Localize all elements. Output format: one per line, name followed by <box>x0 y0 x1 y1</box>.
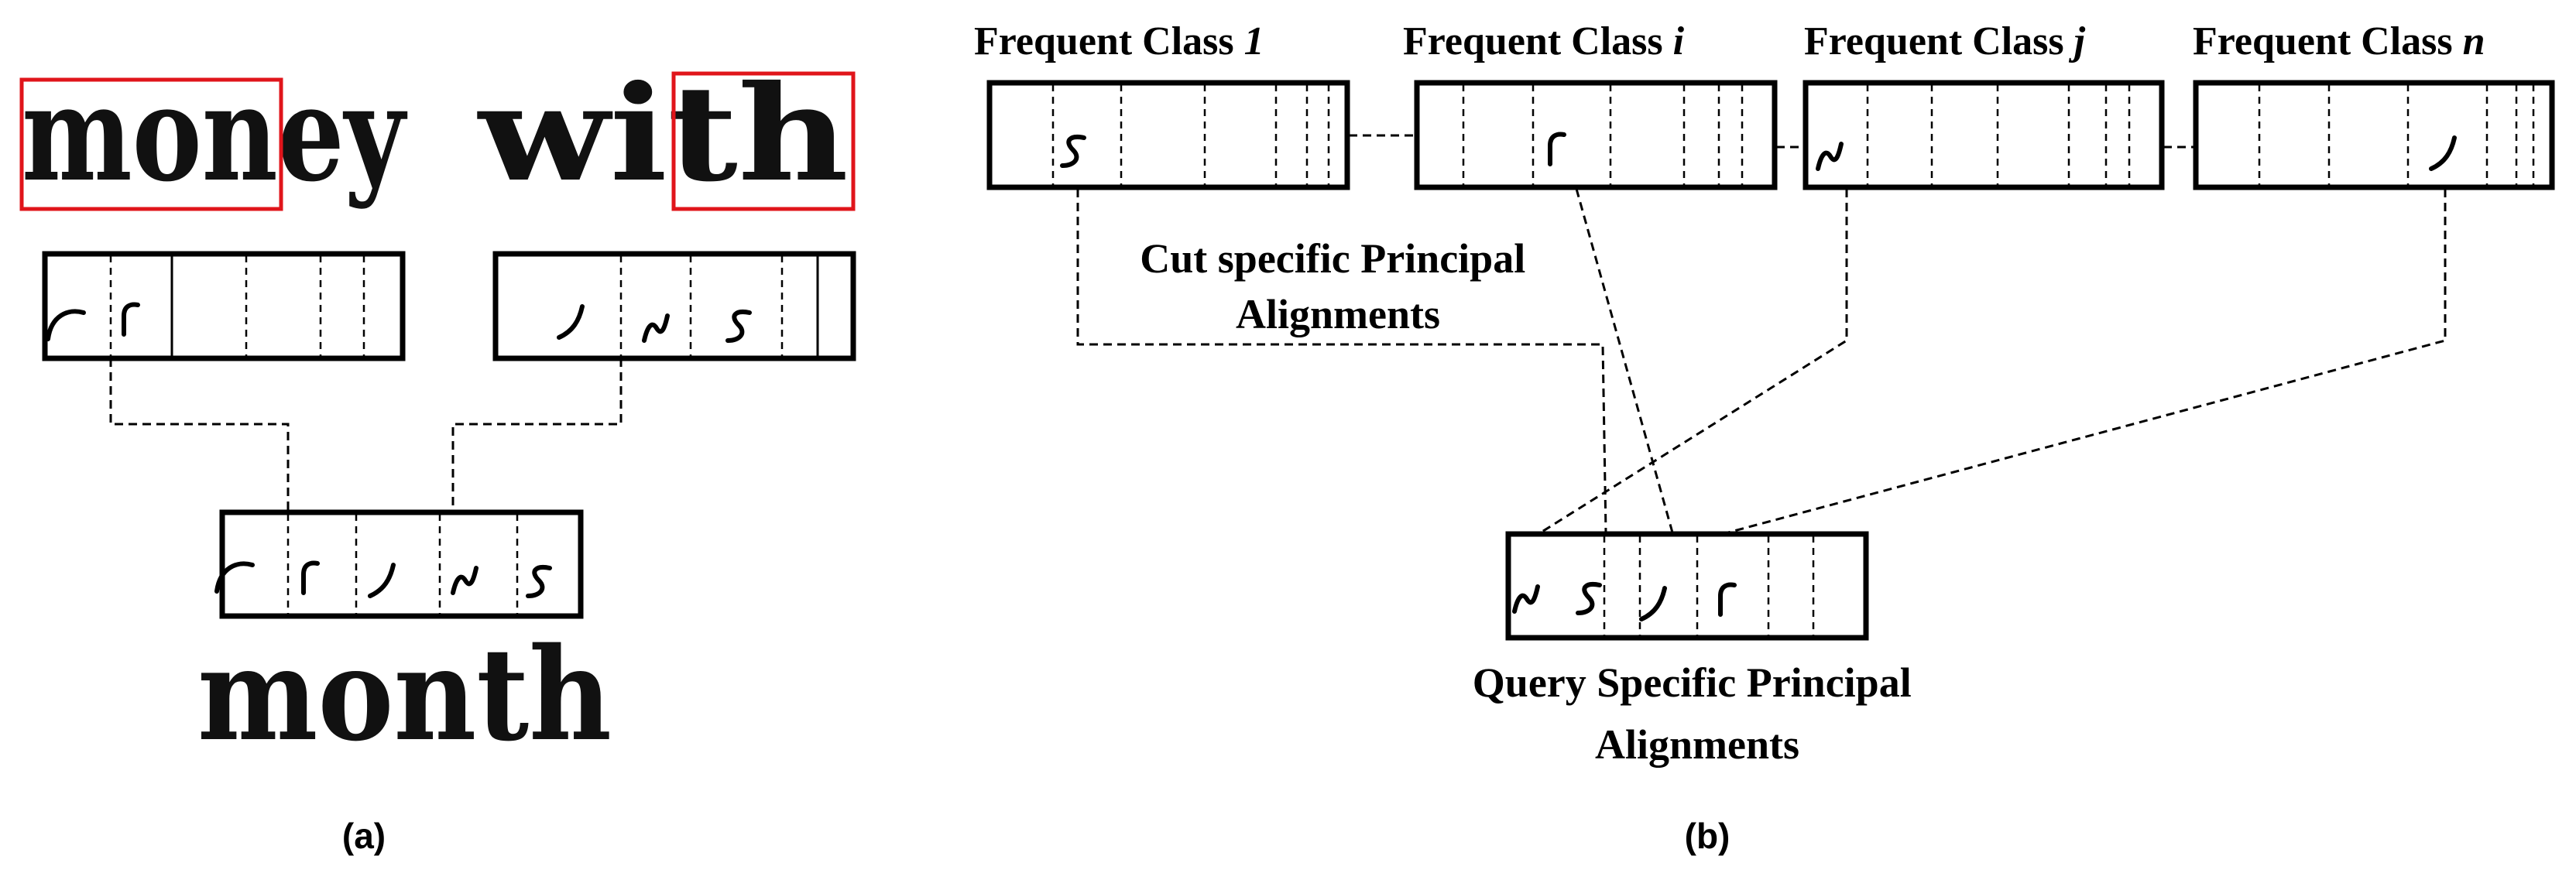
alignment-box-money <box>42 251 406 361</box>
curve-hook-icon <box>1550 135 1564 164</box>
curve-s-icon <box>528 567 550 596</box>
word-with: with <box>477 56 849 211</box>
query-alignments-label: Query Specific Principal Alignments <box>1473 659 1922 768</box>
alignment-box-with <box>492 251 856 361</box>
curve-hook-icon <box>304 563 317 593</box>
word-money: money <box>22 56 407 211</box>
query-box <box>1505 531 1869 641</box>
curve-wave-icon <box>453 568 476 593</box>
class-box-n <box>2193 80 2555 190</box>
class-title-1: Frequent Class 1 <box>974 19 1264 63</box>
curve-wave-icon <box>644 316 667 341</box>
curve-wave-icon <box>1514 587 1538 611</box>
link-class-n <box>1727 189 2447 534</box>
panel-b: Frequent Class 1 Frequent Class i Freque… <box>974 19 2555 856</box>
link-class-1 <box>1076 189 1607 533</box>
curve-s-icon <box>1062 137 1084 166</box>
curve-bend-icon <box>2431 138 2454 169</box>
caption-b: (b) <box>1685 816 1730 856</box>
link-class-i <box>1575 188 1674 533</box>
curve-arc-icon <box>48 311 84 339</box>
class-title-j: Frequent Class j <box>1804 19 2086 63</box>
panel-a: money with <box>19 56 856 856</box>
caption-a: (a) <box>342 816 386 856</box>
curve-s-icon <box>728 312 749 341</box>
connector-with <box>451 358 623 512</box>
link-class-j <box>1540 189 1848 534</box>
highlight-th <box>671 71 856 211</box>
word-month: month <box>197 619 612 769</box>
curve-hook-icon <box>124 305 138 334</box>
class-box-j <box>1803 80 2165 190</box>
class-title-n: Frequent Class n <box>2193 19 2485 63</box>
curve-s-icon <box>1578 584 1600 613</box>
curve-bend-icon <box>559 306 582 337</box>
class-box-i <box>1414 80 1778 190</box>
connector-money <box>109 358 290 512</box>
class-box-1 <box>986 80 1350 190</box>
curve-hook-icon <box>1720 585 1734 615</box>
curve-wave-icon <box>1818 144 1841 169</box>
class-title-i: Frequent Class i <box>1403 19 1685 63</box>
alignment-box-month <box>217 509 584 619</box>
highlight-mon <box>19 77 283 211</box>
curve-bend-icon <box>1641 588 1665 619</box>
cut-alignments-label: Cut specific Principal Alignments <box>1140 235 1535 337</box>
curve-bend-icon <box>370 565 393 596</box>
